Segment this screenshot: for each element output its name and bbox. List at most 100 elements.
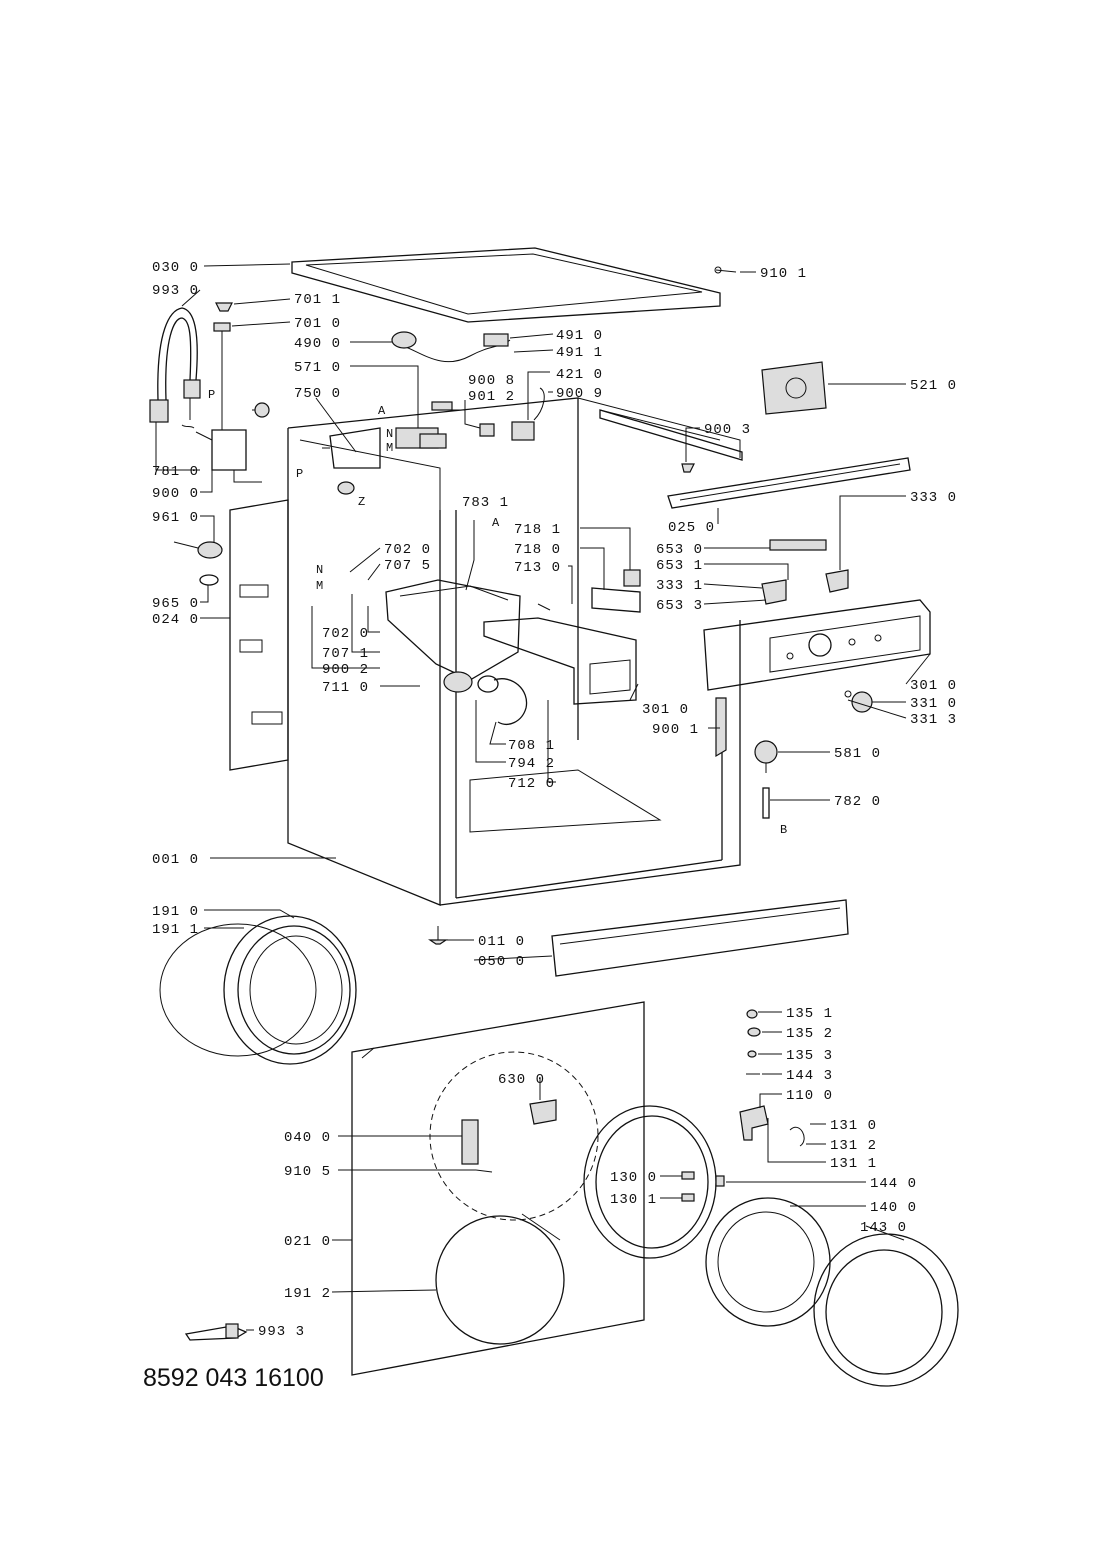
front-panel-part: [351, 1001, 645, 1376]
door-frame-part: [583, 1105, 725, 1259]
callout-130-1: 130 1: [610, 1192, 657, 1208]
marker-m-dispenser: M: [316, 579, 323, 593]
marker-a-top: A: [378, 404, 386, 418]
callout-900-3: 900 3: [704, 422, 751, 438]
marker-n-dispenser: N: [316, 563, 323, 577]
callout-331-0: 331 0: [910, 696, 957, 712]
tray-750-part: [322, 427, 381, 495]
callout-301-0-b: 301 0: [910, 678, 957, 694]
valve-bracket-part: [195, 360, 270, 483]
callout-191-2: 191 2: [284, 1286, 331, 1302]
callout-490-0: 490 0: [294, 336, 341, 352]
callout-030-0: 030 0: [152, 260, 199, 276]
marker-n-valve: N: [386, 427, 393, 441]
callout-131-0: 131 0: [830, 1118, 877, 1134]
callout-001-0: 001 0: [152, 852, 199, 868]
callout-140-0: 140 0: [870, 1200, 917, 1216]
dispenser-housing-part: [385, 579, 521, 693]
callout-900-0: 900 0: [152, 486, 199, 502]
callout-901-2: 901 2: [468, 389, 515, 405]
callout-707-1: 707 1: [322, 646, 369, 662]
nut-1353-part: [747, 1050, 757, 1058]
callout-144-0: 144 0: [870, 1176, 917, 1192]
callout-750-0: 750 0: [294, 386, 341, 402]
callout-910-1: 910 1: [760, 266, 807, 282]
knob-653-part: [769, 539, 827, 551]
callout-131-2: 131 2: [830, 1138, 877, 1154]
control-panel-part: [703, 599, 931, 691]
pressure-switch-part: [754, 740, 778, 773]
callout-labels: 030 0 993 0 701 1 701 0 490 0 571 0 750 …: [152, 260, 957, 1340]
callout-131-1: 131 1: [830, 1156, 877, 1172]
bracket-718-part: [537, 569, 641, 613]
callout-701-0: 701 0: [294, 316, 341, 332]
callout-900-1: 900 1: [652, 722, 699, 738]
tube-782-part: [762, 787, 770, 819]
hinge-333-part: [761, 569, 849, 605]
screw-910-1-part: [714, 266, 737, 274]
callout-130-0: 130 0: [610, 1170, 657, 1186]
foot-011-part: [428, 926, 448, 945]
top-lid-part: [291, 247, 721, 323]
damper-961-part: [173, 541, 223, 559]
callout-333-0: 333 0: [910, 490, 957, 506]
callout-110-0: 110 0: [786, 1088, 833, 1104]
callout-910-5: 910 5: [284, 1164, 331, 1180]
door-lock-part: [529, 1099, 557, 1125]
cable-490-part: [391, 331, 511, 363]
hinge-040-part: [461, 1119, 479, 1165]
kickplate-part: [551, 899, 849, 977]
callout-900-9: 900 9: [556, 386, 603, 402]
callout-333-1: 333 1: [656, 578, 703, 594]
filter-421-part: [511, 387, 545, 441]
rail-9003-part: [599, 409, 743, 473]
callout-900-8: 900 8: [468, 373, 515, 389]
cross-member-part: [667, 457, 911, 509]
callout-143-0: 143 0: [860, 1220, 907, 1236]
spring-1352-part: [747, 1027, 761, 1037]
control-board-part: [761, 361, 827, 415]
callout-025-0: 025 0: [668, 520, 715, 536]
callout-713-0: 713 0: [514, 560, 561, 576]
callout-571-0: 571 0: [294, 360, 341, 376]
callout-653-3: 653 3: [656, 598, 703, 614]
callout-712-0: 712 0: [508, 776, 555, 792]
diagram-reference-code: 8592 043 16100: [143, 1364, 324, 1392]
door-outer-ring-part: [813, 1233, 959, 1387]
callout-135-1: 135 1: [786, 1006, 833, 1022]
selector-knob-part: [844, 690, 873, 713]
callout-135-2: 135 2: [786, 1026, 833, 1042]
callout-050-0: 050 0: [478, 954, 525, 970]
letter-markers: P P A A N M N M Z B: [208, 388, 787, 837]
callout-718-0: 718 0: [514, 542, 561, 558]
marker-p-tray: P: [296, 467, 303, 481]
callout-708-1: 708 1: [508, 738, 555, 754]
callout-024-0: 024 0: [152, 612, 199, 628]
leader-lines: [155, 263, 931, 1331]
callout-301-0-a: 301 0: [642, 702, 689, 718]
callout-521-0: 521 0: [910, 378, 957, 394]
door-gasket-part: [159, 915, 357, 1065]
callout-965-0: 965 0: [152, 596, 199, 612]
marker-z: Z: [358, 495, 365, 509]
callout-191-0: 191 0: [152, 904, 199, 920]
callout-581-0: 581 0: [834, 746, 881, 762]
callout-707-5: 707 5: [384, 558, 431, 574]
ring-965-part: [199, 574, 219, 586]
callout-993-3: 993 3: [258, 1324, 305, 1340]
callout-491-1: 491 1: [556, 345, 603, 361]
marker-b: B: [780, 823, 787, 837]
callout-993-0: 993 0: [152, 283, 199, 299]
dispenser-drawer-part: [483, 617, 637, 705]
callout-011-0: 011 0: [478, 934, 525, 950]
callout-021-0: 021 0: [284, 1234, 331, 1250]
callout-331-3: 331 3: [910, 712, 957, 728]
callout-794-2: 794 2: [508, 756, 555, 772]
side-panel-part: [229, 499, 289, 771]
callout-900-2: 900 2: [322, 662, 369, 678]
callout-653-0: 653 0: [656, 542, 703, 558]
callout-718-1: 718 1: [514, 522, 561, 538]
callout-630-0: 630 0: [498, 1072, 545, 1088]
callout-040-0: 040 0: [284, 1130, 331, 1146]
